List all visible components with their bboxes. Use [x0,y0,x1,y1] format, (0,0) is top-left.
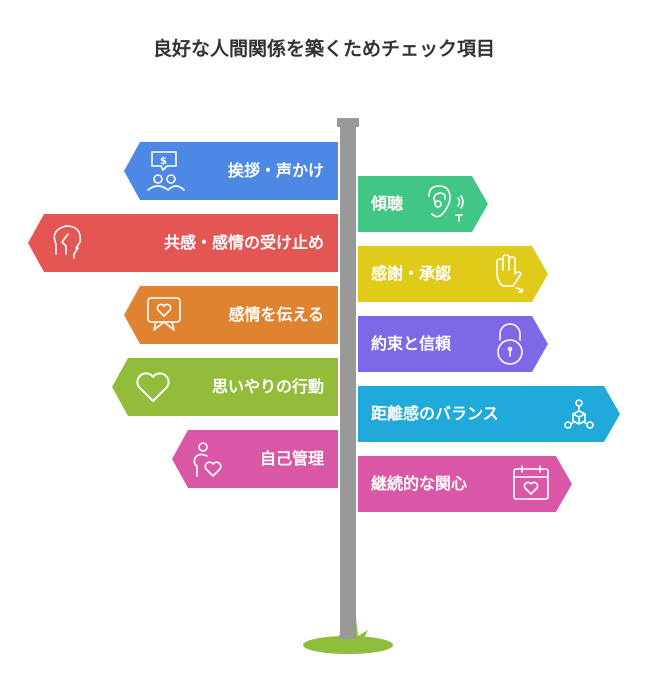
calendar-heart-icon [513,465,549,500]
sign-left-5 [172,430,338,488]
sign-right-1 [358,176,488,232]
pole [340,127,356,639]
heart-speech-bubble-icon [147,297,181,331]
person-heart-icon [193,442,222,477]
sign-label-distance-balance: 距離感のバランス [371,404,499,423]
sign-left-4 [112,358,338,416]
pole-cap [337,118,359,127]
ear-icon [428,185,464,222]
sign-label-greeting: 挨拶・声かけ [227,161,324,180]
sign-label-listening: 傾聴 [371,194,404,213]
conversation-icon: $ [147,151,185,191]
sign-label-trust: 約束と信頼 [371,334,452,353]
sign-label-self-management: 自己管理 [259,449,324,468]
sign-label-gratitude: 感謝・承認 [371,264,452,283]
sign-label-empathy: 共感・感情の受け止め [163,233,324,252]
svg-text:$: $ [160,156,167,167]
sign-right-5 [358,456,572,512]
padlock-icon [497,323,523,365]
grass-mound [303,636,393,654]
two-heads-icon [53,225,82,259]
sign-right-4 [358,386,620,442]
sign-label-kind-actions: 思いやりの行動 [211,377,324,396]
sign-left-3 [124,286,338,344]
heart-icon [136,372,170,402]
sign-left-2 [28,214,338,272]
sign-label-continued-interest: 継続的な関心 [371,474,468,493]
hand-wave-icon [496,254,523,293]
network-cube-icon [564,399,594,429]
sign-right-2 [358,246,548,302]
sign-label-express-feelings: 感情を伝える [228,305,324,324]
page-title: 良好な人間関係を築くためチェック項目 [152,38,495,60]
